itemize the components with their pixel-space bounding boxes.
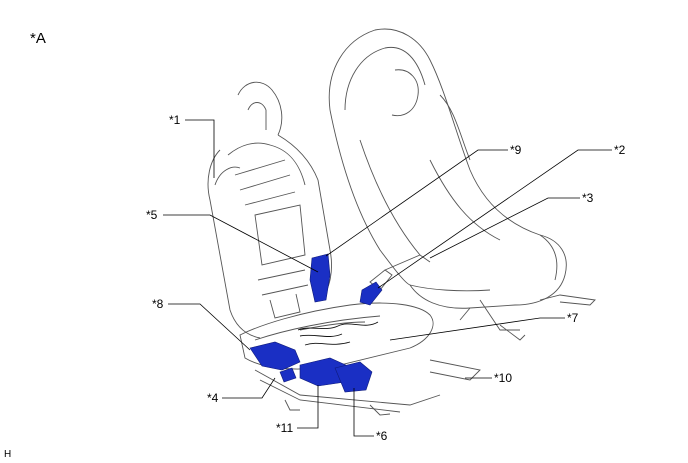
component-small-1 <box>279 367 297 383</box>
callout-2: *2 <box>614 143 626 157</box>
callout-5: *5 <box>146 208 158 222</box>
callout-9: *9 <box>510 143 522 157</box>
front-seat-outline <box>207 81 481 416</box>
component-buckle <box>359 281 383 306</box>
leader-5 <box>163 214 319 273</box>
leader-3 <box>429 197 580 259</box>
callout-10: *10 <box>494 371 513 385</box>
callout-7: *7 <box>567 311 579 325</box>
component-motor-rear <box>334 361 373 393</box>
callout-6: *6 <box>376 429 388 443</box>
wire-harness <box>297 321 379 346</box>
leader-8 <box>168 303 251 351</box>
callout-1: *1 <box>169 113 181 127</box>
rear-seat-outline <box>328 28 596 341</box>
leader-7 <box>389 317 565 341</box>
leader-9 <box>325 149 508 257</box>
highlighted-components <box>249 253 383 393</box>
leader-11 <box>297 385 319 429</box>
component-recliner <box>309 253 331 303</box>
leader-1 <box>185 119 215 178</box>
callout-11: *11 <box>276 421 294 435</box>
leader-4 <box>222 377 276 399</box>
component-harness-front <box>249 341 301 371</box>
callout-3: *3 <box>582 191 594 205</box>
leader-2 <box>377 149 612 289</box>
view-label: *A <box>30 30 46 47</box>
callout-8: *8 <box>152 297 164 311</box>
leader-lines <box>163 119 612 437</box>
callout-4: *4 <box>207 391 219 405</box>
figure-code: H <box>4 449 12 460</box>
leader-6 <box>353 388 374 437</box>
